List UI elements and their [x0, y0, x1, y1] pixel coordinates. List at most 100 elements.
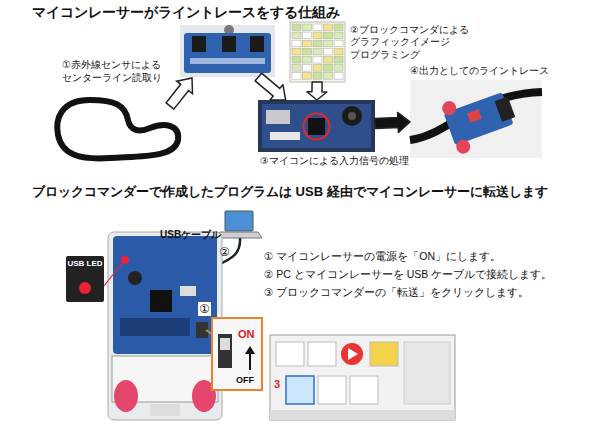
step-text: ③ ブロックコマンダーの「転送」をクリックします。: [264, 286, 529, 299]
board-photo: [304, 114, 330, 140]
switch-inset: [206, 318, 262, 390]
usb-led-callout: [104, 263, 122, 286]
photo-panel: ①赤外線センサによる センターライン読取り: [180, 25, 275, 77]
flow-arrow: [255, 73, 286, 100]
line-trace-photo: [454, 138, 472, 156]
block-cell: [324, 56, 333, 63]
block-cell: [292, 48, 301, 55]
board-photo: [258, 100, 375, 152]
block-cell: [303, 56, 312, 63]
line-trace-photo: [467, 109, 482, 123]
sensor-photo: [190, 58, 265, 64]
block-cell: [324, 65, 333, 72]
flow-arrow: [307, 82, 327, 100]
laptop-icon: [216, 232, 262, 238]
racer-board-photo: [113, 236, 217, 354]
block-grid: [290, 22, 345, 82]
block-cell: [313, 48, 322, 55]
block-cell: [324, 40, 333, 47]
software-screenshot: [276, 342, 304, 366]
step-text: ① マイコンレーサーの電源を「ON」にします。: [264, 250, 501, 263]
callout-text: ②ブロックコマンダによる グラフィックイメージ プログラミング: [350, 24, 470, 61]
block-cell: [324, 24, 333, 31]
racer-board-photo: [108, 232, 222, 420]
board-photo: [270, 132, 300, 140]
callout-number: 3: [274, 378, 280, 391]
block-cell: [292, 73, 301, 80]
block-cell: [334, 56, 343, 63]
block-cell: [313, 24, 322, 31]
block-cell: [292, 40, 301, 47]
racer-board-photo: [180, 286, 196, 296]
board-photo: [308, 118, 325, 135]
line-trace-photo: [495, 96, 516, 121]
block-cell: [324, 73, 333, 80]
led-label: USB LED: [67, 259, 103, 269]
track-to-sensor-arrow: [166, 78, 192, 109]
callout-text: ③マイコンによる入力信号の処理: [260, 155, 410, 167]
racer-board-photo: [120, 318, 190, 336]
sensor-photo: [184, 33, 271, 73]
block-cell: [334, 24, 343, 31]
software-screenshot: [318, 376, 346, 404]
board-photo: [348, 112, 356, 120]
block-cell: [334, 48, 343, 55]
line-trace-photo: [410, 80, 542, 158]
software-screenshot: [350, 376, 378, 404]
block-cell: [303, 24, 312, 31]
usb-led-callout: [79, 282, 91, 294]
section-title: ブロックコマンダーで作成したプログラムは USB 経由でマイコンレーサーに転送し…: [32, 184, 548, 200]
block-cell: [334, 40, 343, 47]
block-grid: [290, 22, 345, 82]
racer-board-photo: [108, 232, 222, 420]
sensor-photo: [192, 36, 206, 52]
flow-arrow: [375, 112, 410, 132]
block-cell: [292, 24, 301, 31]
block-cell: [292, 56, 301, 63]
block-cell: [292, 65, 301, 72]
photo-panel: ②ブロックコマンダによる グラフィックイメージ プログラミング: [290, 22, 345, 82]
board-photo: [262, 104, 371, 148]
callout-number: ①: [198, 302, 211, 316]
sensor-photo: [250, 36, 264, 52]
line-trace-photo: [440, 81, 521, 155]
sensor-photo: [180, 25, 275, 77]
block-cell: [334, 32, 343, 39]
block-cell: [324, 48, 333, 55]
board-photo: [342, 106, 362, 126]
laptop-icon: [225, 211, 253, 231]
track-loop: [57, 100, 178, 158]
switch-inset: [220, 338, 230, 350]
step-text: ② PC とマイコンレーサーを USB ケーブルで接続します。: [264, 268, 552, 281]
track-loop: [57, 100, 178, 158]
racer-board-photo: [128, 271, 142, 285]
software-screenshot: [270, 335, 455, 420]
sensor-photo: [222, 36, 236, 52]
racer-board-photo: [114, 380, 138, 412]
board-photo: [258, 100, 375, 152]
software-screenshot: [370, 342, 398, 366]
block-cell: [303, 32, 312, 39]
block-cell: [303, 48, 312, 55]
callout-number: ②: [219, 245, 230, 259]
software-screenshot: [270, 410, 455, 420]
block-cell: [313, 56, 322, 63]
block-cell: [313, 32, 322, 39]
usb-led-callout: [66, 256, 104, 302]
sensor-photo: [180, 25, 275, 77]
block-cell: [324, 32, 333, 39]
block-cell: [303, 40, 312, 47]
block-cell: [313, 73, 322, 80]
switch-inset: [245, 346, 255, 354]
block-cell: [303, 65, 312, 72]
software-screenshot: [348, 348, 358, 360]
block-cell: [313, 65, 322, 72]
block-cell: [334, 65, 343, 72]
software-screenshot: [308, 342, 336, 366]
callout-text: ④出力としてのライントレース: [410, 64, 560, 77]
racer-board-photo: [150, 404, 180, 416]
track-to-sensor-arrow: [166, 78, 192, 109]
switch-state: ON: [238, 328, 255, 341]
block-cell: [292, 32, 301, 39]
usb-led-callout: [66, 256, 122, 302]
